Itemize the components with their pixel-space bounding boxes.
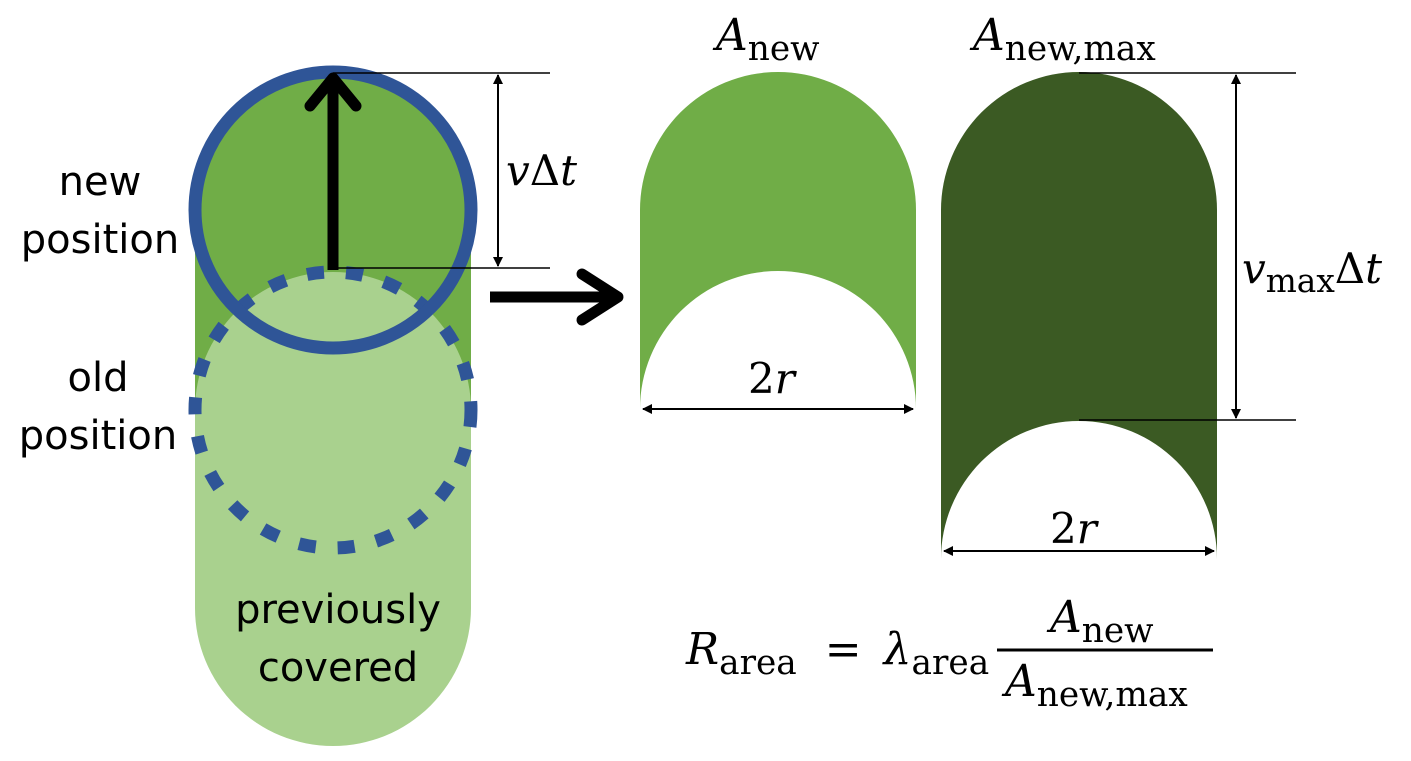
new-position-label: new position [20,159,180,263]
formula-numerator: Anew [1050,592,1154,651]
old-position-label: old position [18,355,178,459]
previously-covered-area [195,272,471,746]
a-new-max-title: Anew,max [973,10,1156,69]
width-left-label: 2r [748,354,795,403]
a-new-max-shape [941,72,1217,559]
old-position-circle [188,265,478,555]
v-delta-t-label: vΔt [506,146,577,195]
vmax-delta-t-label: vmaxΔt [1242,244,1383,301]
formula-denominator: Anew,max [1005,656,1188,715]
new-position-circle [188,65,478,355]
formula-lhs: Rarea = λarea [686,624,990,683]
a-new-shape [640,72,916,409]
width-right-label: 2r [1050,504,1097,553]
previously-covered-label: previously covered [235,587,441,691]
transition-arrow-head [576,268,624,326]
velocity-arrow-head [304,72,362,112]
a-new-title: Anew [716,10,820,69]
